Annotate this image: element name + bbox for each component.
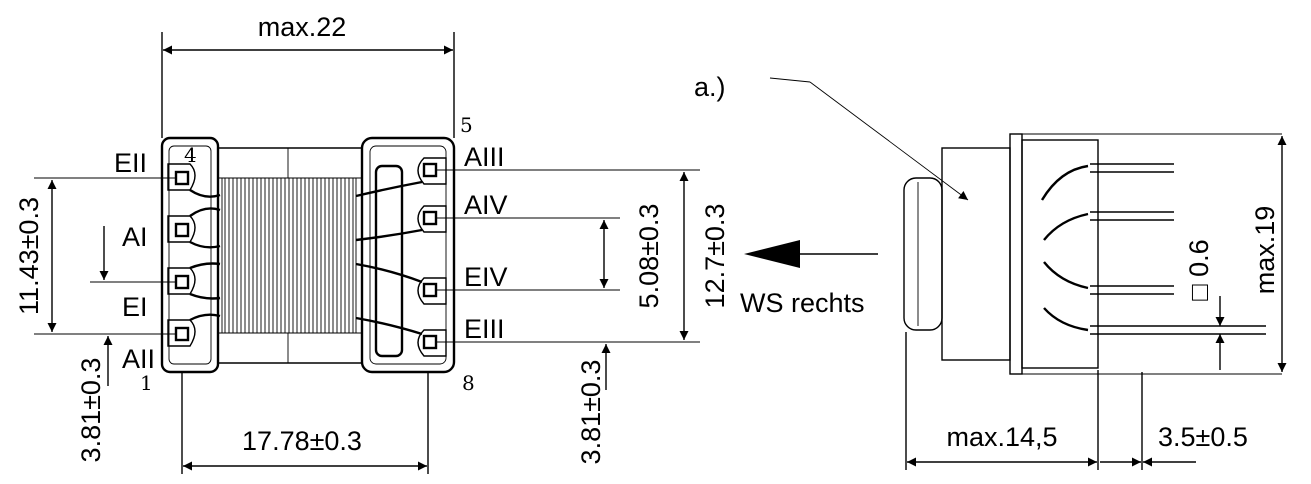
right-inner-label: 5.08±0.3	[634, 204, 664, 309]
pin-size-label: □ 0.6	[1184, 239, 1214, 300]
right-terminal-labels: AIII AIV EIV EIII	[436, 142, 700, 344]
pin-pad	[417, 205, 447, 233]
width-label: max.22	[258, 12, 347, 42]
left-offset-label: 3.81±0.3	[76, 358, 106, 463]
pin-length-dimension: 3.5±0.5	[1100, 372, 1248, 470]
callout-a: a.)	[694, 72, 969, 201]
pin-pad	[167, 267, 196, 295]
left-terminal-labels: EII AI EI AII	[34, 148, 176, 374]
terminal-label-ai: AI	[122, 222, 148, 252]
direction-arrow-icon	[744, 240, 800, 268]
terminal-label-eiv: EIV	[464, 262, 508, 292]
right-outer-label: 12.7±0.3	[700, 204, 730, 309]
right-flange	[360, 136, 456, 374]
front-view: max.22	[14, 12, 730, 474]
ws-rechts-arrow: WS rechts	[740, 240, 878, 318]
left-flange	[160, 136, 220, 374]
left-offset-dimension: 3.81±0.3	[76, 336, 113, 463]
pin-pad	[417, 157, 447, 185]
pin-number-4: 4	[184, 143, 197, 167]
direction-label: WS rechts	[740, 288, 865, 318]
terminal-label-aiii: AIII	[464, 142, 505, 172]
left-height-label: 11.43±0.3	[14, 197, 44, 315]
left-height-dimension: 11.43±0.3	[14, 177, 150, 332]
height-label: max.19	[1250, 206, 1280, 295]
pin-pitch-dimension: 17.78±0.3	[181, 372, 429, 474]
pin-pad	[417, 277, 447, 305]
winding-core	[218, 147, 362, 364]
pin-number-5: 5	[460, 113, 473, 137]
height-dimension: max.19	[1250, 136, 1287, 372]
width-dimension: max.22	[161, 12, 455, 138]
pin-number-8: 8	[462, 371, 475, 395]
right-outer-dimension: 12.7±0.3	[679, 172, 730, 340]
terminal-label-aiv: AIV	[464, 190, 508, 220]
terminal-label-eiii: EIII	[464, 314, 505, 344]
pin-pad	[167, 319, 196, 347]
right-inner-dimension: 5.08±0.3	[599, 204, 664, 309]
terminal-label-ei: EI	[122, 292, 148, 322]
pin-number-1: 1	[140, 371, 153, 395]
side-body	[903, 133, 1282, 375]
pin-pad	[417, 329, 447, 357]
right-offset-dimension: 3.81±0.3	[576, 344, 611, 465]
callout-label: a.)	[694, 72, 726, 102]
pin-size-dimension: □ 0.6	[1184, 239, 1225, 370]
lead-wires	[189, 180, 423, 336]
terminal-label-aii: AII	[122, 344, 155, 374]
depth-label: max.14,5	[946, 422, 1057, 452]
pin-pad	[167, 215, 196, 243]
right-offset-label: 3.81±0.3	[576, 360, 606, 465]
side-pins	[1040, 163, 1266, 335]
right-pins	[417, 157, 447, 357]
pin-pad	[167, 163, 196, 191]
terminal-label-eii: EII	[114, 148, 147, 178]
pin-pitch-label: 17.78±0.3	[242, 426, 362, 456]
depth-dimension: max.14,5	[905, 332, 1099, 470]
side-view: a.) WS rechts	[694, 72, 1287, 470]
pin-length-label: 3.5±0.5	[1158, 422, 1248, 452]
